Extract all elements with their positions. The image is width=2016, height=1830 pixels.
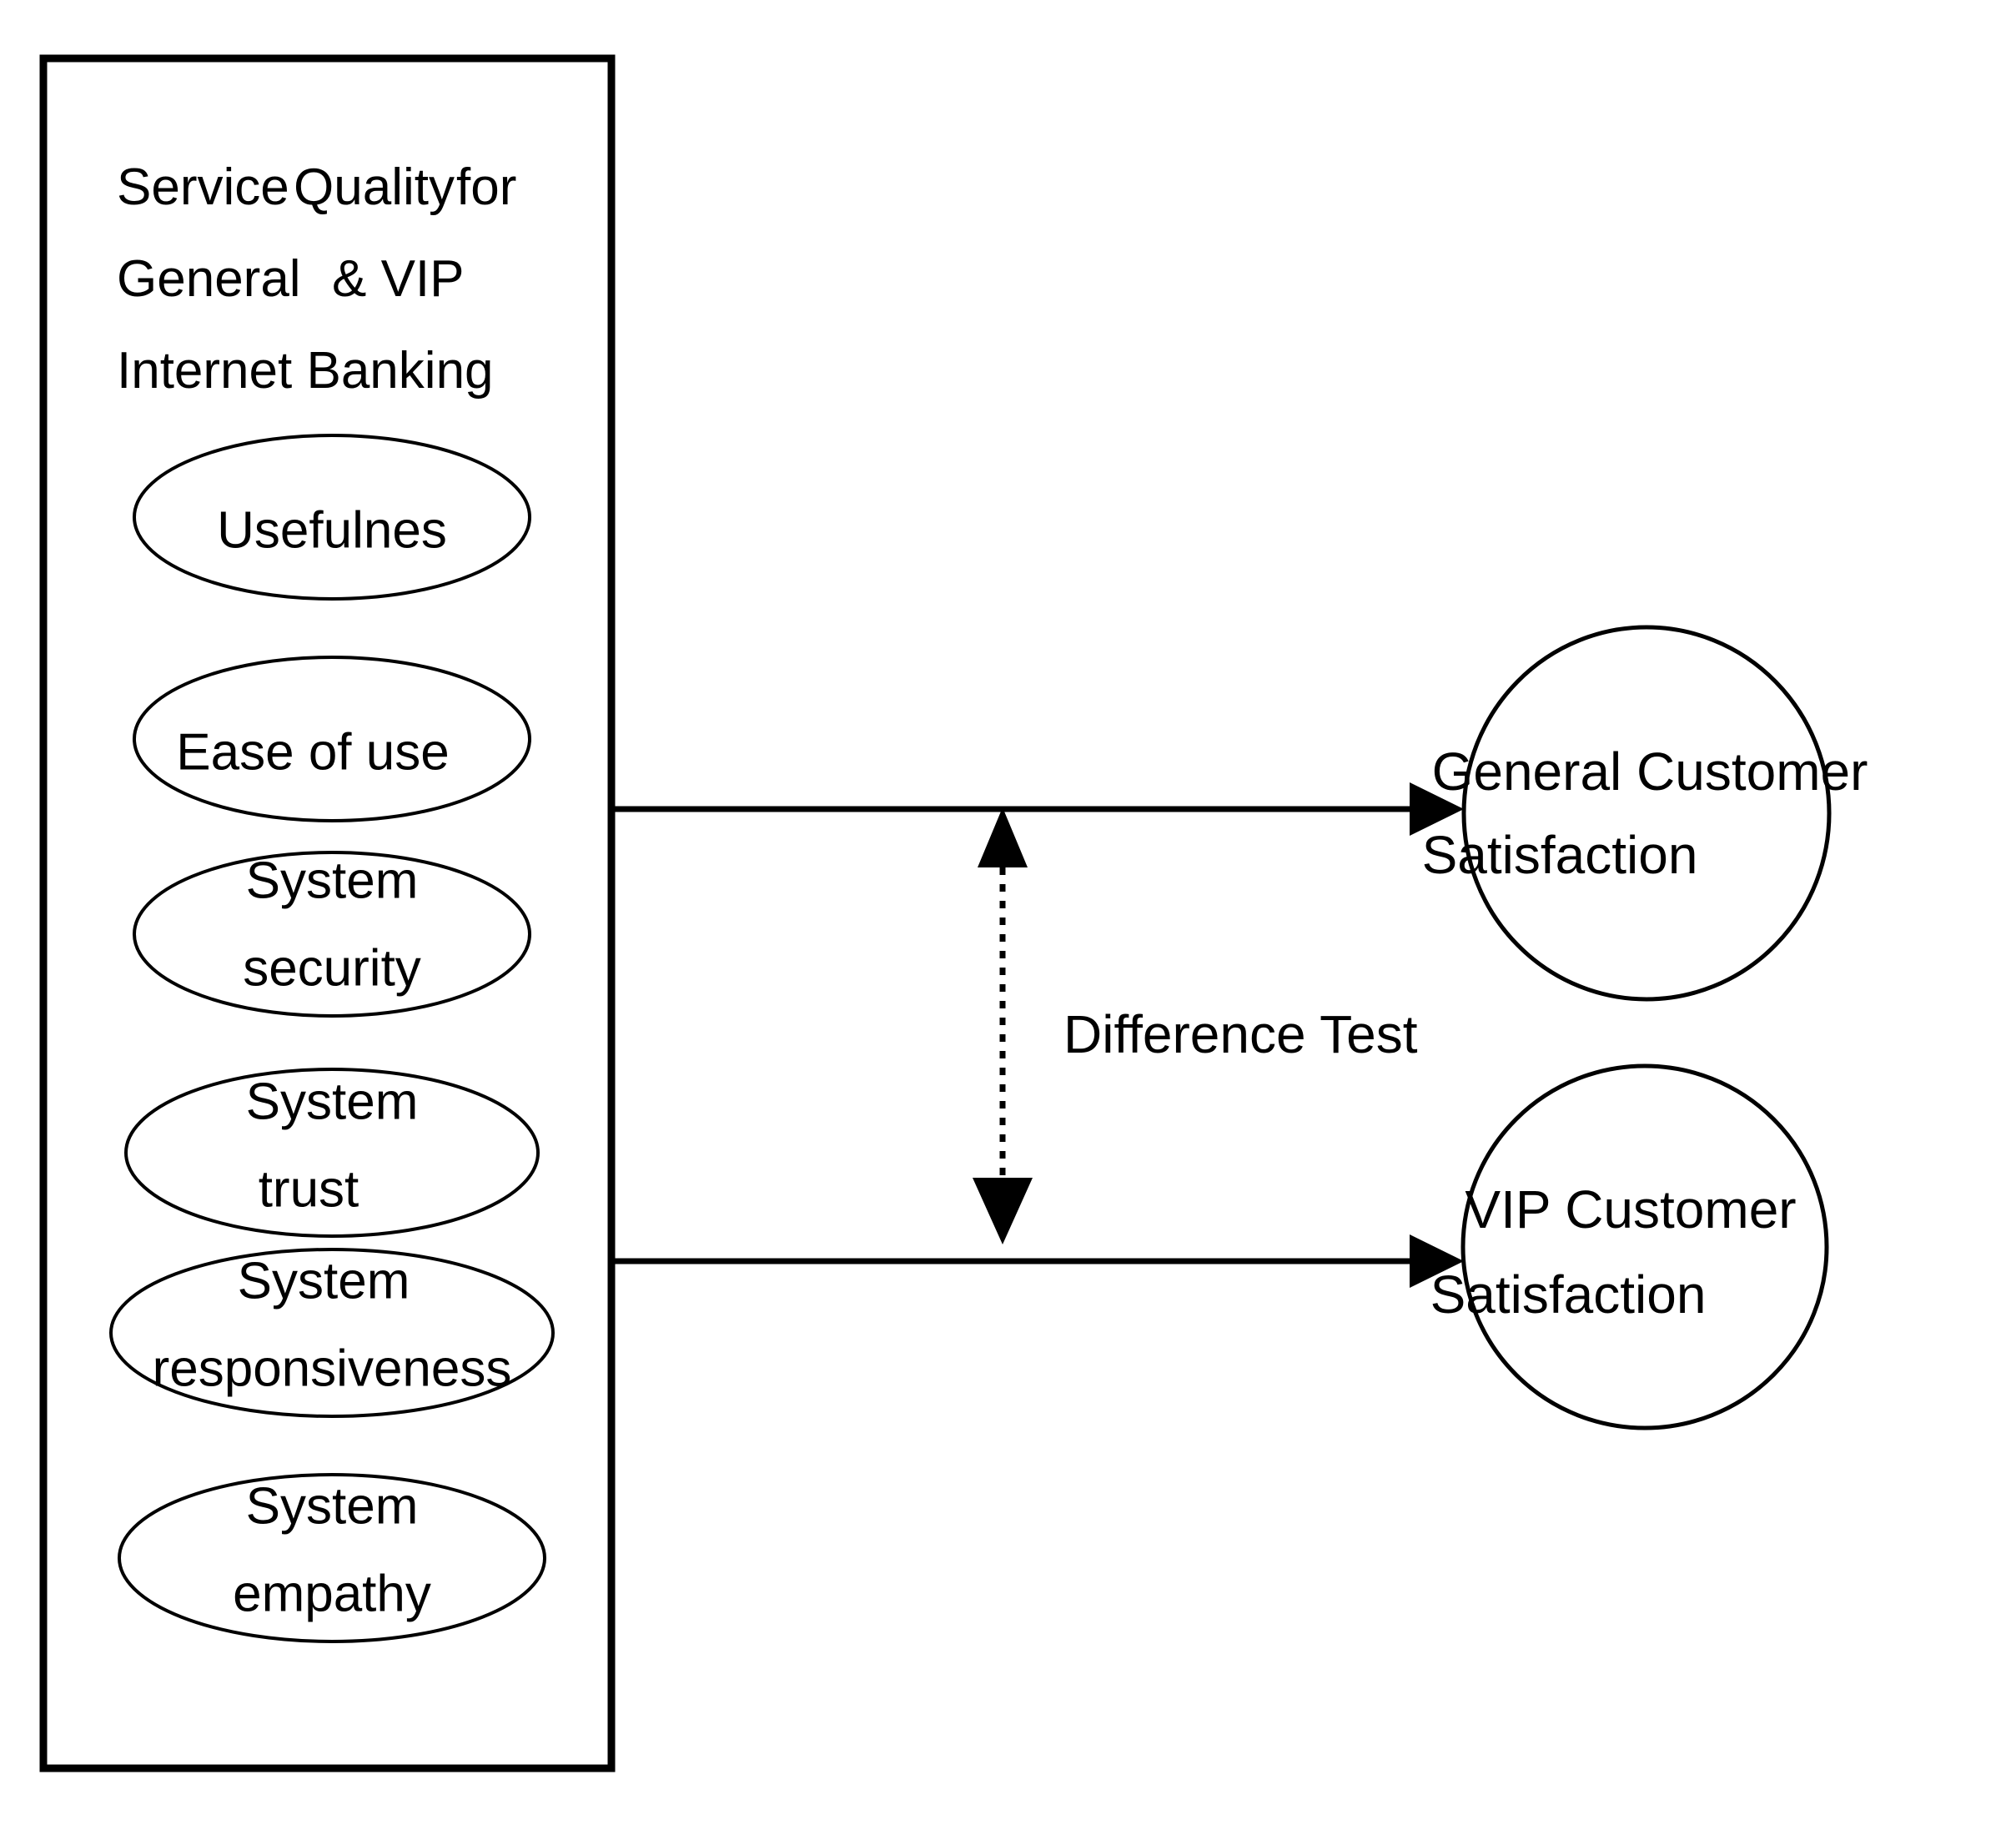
- construct-ellipse-system-empathy: [118, 1473, 546, 1643]
- construct-label-ease-of-use: Ease of use: [176, 723, 449, 781]
- construct-node-system-security[interactable]: System security: [133, 851, 531, 1018]
- construct-node-system-trust[interactable]: System trust: [124, 1068, 540, 1238]
- outcome-label-vip-line-1: VIP Customer: [1465, 1179, 1796, 1239]
- edge-difference-test: Difference Test: [973, 807, 1418, 1244]
- construct-node-ease-of-use[interactable]: Ease of use: [133, 656, 531, 822]
- outcome-label-general-line-1: General Customer: [1432, 742, 1868, 802]
- outcome-ellipse-vip: [1460, 1063, 1829, 1430]
- group-title-line-1-word-1: Service: [117, 158, 289, 216]
- outcome-ellipse-general: [1461, 625, 1832, 1002]
- service-quality-group-title: Service Quality for General & VIP Intern…: [117, 158, 516, 400]
- group-title-line-1-word-3: for: [456, 158, 516, 216]
- group-title-line-3-word-1: Internet Banking: [117, 342, 494, 400]
- outcome-label-general-line-2: Satisfaction: [1422, 825, 1698, 885]
- construct-label-system-responsiveness-line-1: System: [238, 1252, 410, 1310]
- edge-to-vip-customer-satisfaction: [611, 1234, 1464, 1288]
- construct-label-system-responsiveness-line-2: responsiveness: [153, 1340, 512, 1397]
- construct-label-system-security-line-2: security: [243, 939, 421, 997]
- edge-to-general-customer-satisfaction: [611, 782, 1464, 836]
- outcome-label-vip-line-2: Satisfaction: [1430, 1264, 1707, 1325]
- arrow-head-to-general: [1410, 782, 1464, 836]
- arrow-head-to-vip: [1410, 1234, 1464, 1288]
- construct-node-system-empathy[interactable]: System empathy: [118, 1473, 546, 1643]
- construct-ellipse-system-security: [133, 851, 531, 1018]
- group-title-line-2-word-2: & VIP: [332, 250, 465, 308]
- outcome-node-general-customer-satisfaction[interactable]: General Customer Satisfaction: [1422, 625, 1868, 1002]
- arrow-head-difference-test-up: [978, 807, 1028, 867]
- construct-ellipse-ease-of-use: [133, 656, 531, 822]
- construct-ellipse-system-responsiveness: [109, 1248, 555, 1418]
- construct-label-system-empathy-line-2: empathy: [233, 1565, 431, 1622]
- construct-label-system-security-line-1: System: [246, 852, 419, 909]
- construct-label-system-trust-line-1: System: [246, 1073, 419, 1130]
- group-title-line-1-word-2: Quality: [294, 158, 455, 216]
- construct-label-system-empathy-line-1: System: [246, 1477, 419, 1535]
- construct-ellipse-usefulness: [133, 434, 531, 601]
- construct-label-system-trust-line-2: trust: [259, 1160, 359, 1218]
- difference-test-label: Difference Test: [1063, 1004, 1418, 1064]
- construct-node-usefulness[interactable]: Usefulnes: [133, 434, 531, 601]
- outcome-node-vip-customer-satisfaction[interactable]: VIP Customer Satisfaction: [1430, 1063, 1829, 1430]
- arrow-head-difference-test-down: [973, 1178, 1033, 1244]
- construct-node-system-responsiveness[interactable]: System responsiveness: [109, 1248, 555, 1418]
- group-title-line-2-word-1: General: [117, 250, 301, 308]
- construct-label-usefulness: Usefulnes: [217, 501, 447, 559]
- construct-ellipse-system-trust: [124, 1068, 540, 1238]
